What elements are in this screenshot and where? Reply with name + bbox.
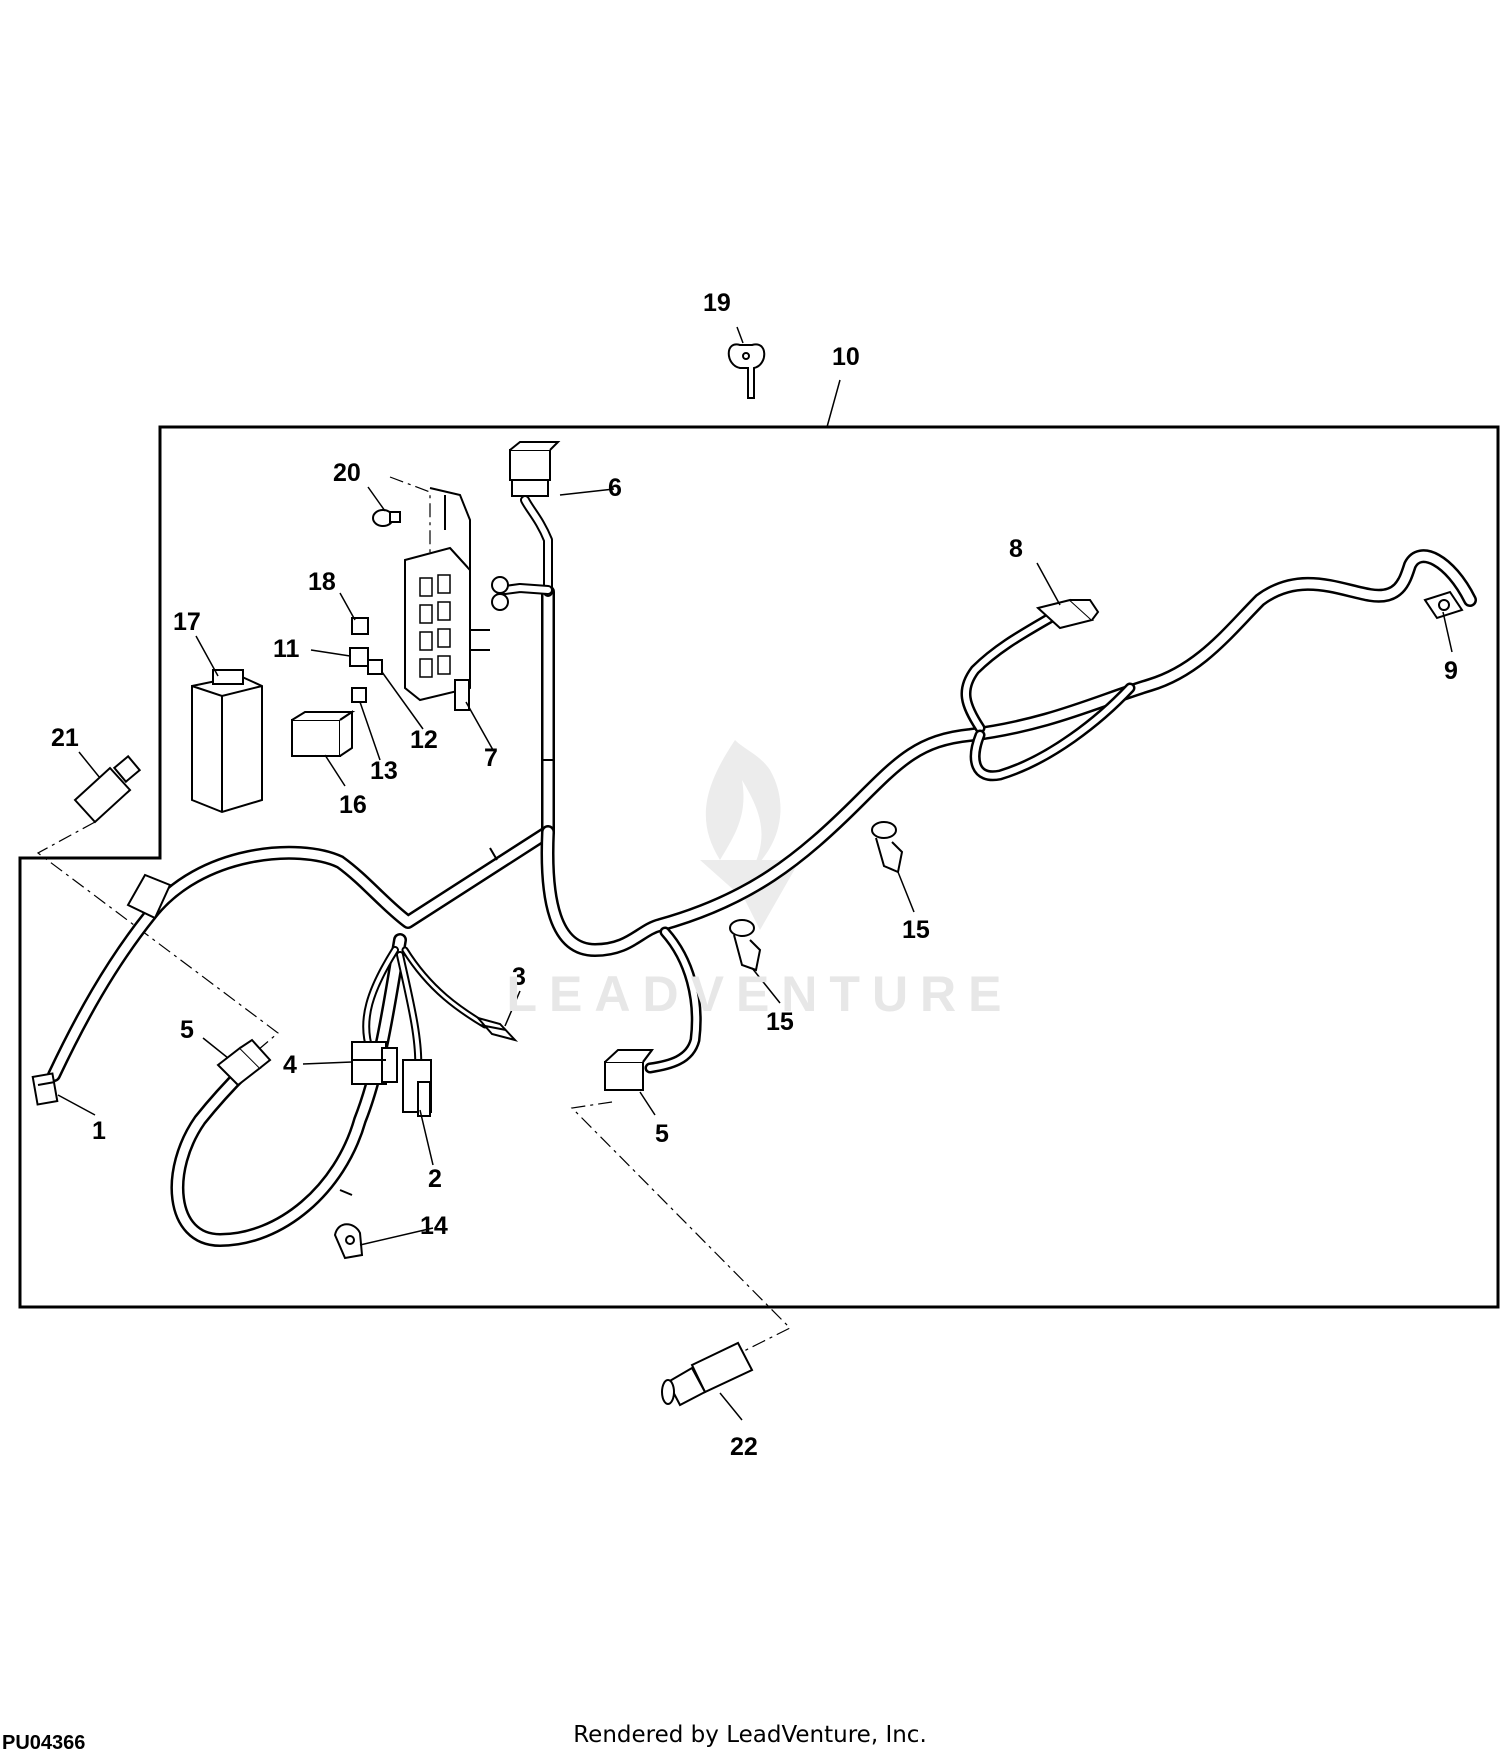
callout-16: 16 bbox=[339, 791, 367, 819]
switch-22 bbox=[661, 1341, 754, 1407]
callout-3: 3 bbox=[512, 963, 526, 991]
drawing-id: PU04366 bbox=[2, 1732, 86, 1754]
switch-21 bbox=[73, 754, 142, 824]
main-harness bbox=[47, 495, 1477, 1247]
callout-14: 14 bbox=[420, 1212, 448, 1240]
callout-10: 10 bbox=[832, 343, 860, 371]
harness-bands bbox=[339, 759, 555, 1196]
callout-20: 20 bbox=[333, 459, 361, 487]
connector-3 bbox=[475, 1016, 519, 1042]
clamp-15-right bbox=[871, 821, 904, 874]
connector-6 bbox=[509, 441, 561, 497]
callout-21: 21 bbox=[51, 724, 79, 752]
callout-5-left: 5 bbox=[180, 1016, 194, 1044]
callout-13: 13 bbox=[370, 757, 398, 785]
connector-2 bbox=[402, 1059, 432, 1117]
connector-5-right bbox=[604, 1049, 654, 1091]
connector-6-lower bbox=[491, 576, 509, 611]
watermark-text: LEADVENTURE bbox=[506, 966, 1014, 1022]
callout-7: 7 bbox=[484, 744, 498, 772]
screw-20 bbox=[372, 509, 401, 527]
control-module-17 bbox=[191, 669, 263, 814]
callout-11: 11 bbox=[273, 635, 300, 663]
connector-8 bbox=[1035, 598, 1100, 630]
connector-9 bbox=[1423, 590, 1464, 620]
leader-lines bbox=[57, 326, 1453, 1421]
connector-1 bbox=[31, 1072, 59, 1106]
callout-9: 9 bbox=[1444, 657, 1458, 685]
relay-16 bbox=[291, 710, 356, 757]
fuse-block bbox=[404, 487, 490, 711]
callout-12: 12 bbox=[410, 726, 438, 754]
callout-15-right: 15 bbox=[902, 916, 930, 944]
callout-19: 19 bbox=[703, 289, 731, 317]
callout-2: 2 bbox=[428, 1165, 442, 1193]
callout-8: 8 bbox=[1009, 535, 1023, 563]
callout-17: 17 bbox=[173, 608, 201, 636]
callout-15-left: 15 bbox=[766, 1008, 794, 1036]
connector-4 bbox=[351, 1041, 398, 1085]
callout-labels: 19 10 20 6 8 9 18 17 11 12 13 7 16 21 3 … bbox=[51, 289, 1458, 1461]
callout-5-right: 5 bbox=[655, 1120, 669, 1148]
fuses bbox=[349, 617, 383, 703]
assembly-lines bbox=[36, 476, 792, 1353]
footer-credit: Rendered by LeadVenture, Inc. bbox=[573, 1722, 927, 1748]
callout-22: 22 bbox=[730, 1433, 758, 1461]
callout-6: 6 bbox=[608, 474, 622, 502]
clamp-15-left bbox=[729, 919, 762, 972]
callout-1: 1 bbox=[92, 1117, 106, 1145]
key-19 bbox=[727, 343, 766, 399]
connector-5-left bbox=[216, 1038, 272, 1087]
harness-grommet bbox=[126, 873, 172, 920]
callout-4: 4 bbox=[283, 1051, 297, 1079]
harness-boundary-outline bbox=[18, 425, 1500, 1309]
callout-18: 18 bbox=[308, 568, 336, 596]
clip-14 bbox=[333, 1223, 364, 1260]
